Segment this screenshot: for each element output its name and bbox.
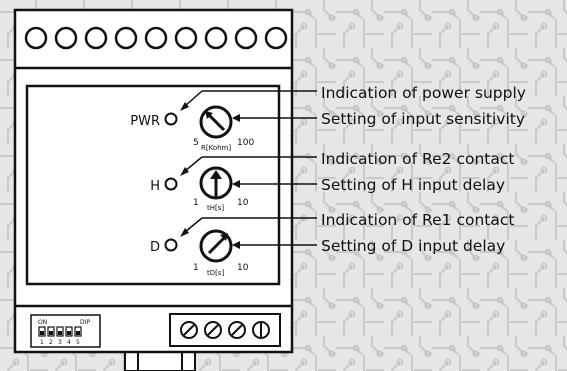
pwr-label: PWR [130,114,160,129]
terminal-screw [54,26,78,50]
h-led [164,177,178,191]
terminal-screw [234,26,258,50]
th-unit: tH[s] [207,204,224,212]
dip-number: 2 [49,339,53,346]
dip-switches[interactable] [38,326,82,337]
dip-number: 5 [76,339,80,346]
r-unit: R[Kohm] [201,144,231,152]
pwr-led [164,112,178,126]
terminal-screw [84,26,108,50]
callout-h-input-delay: Setting of H input delay [321,176,505,194]
td-scale-max: 10 [237,263,249,273]
dip-label: DIP [80,319,90,326]
callout-power-supply: Indication of power supply [321,84,526,102]
dip-number: 1 [40,339,44,346]
td-scale-min: 1 [193,263,199,273]
callout-input-sensitivity: Setting of input sensitivity [321,110,525,128]
din-clip [137,351,183,371]
th-scale-max: 10 [237,198,249,208]
h-delay-knob[interactable] [199,166,233,200]
r-scale-max: 100 [237,138,254,148]
sensitivity-knob[interactable] [199,105,233,139]
terminal-screw [144,26,168,50]
dip-on-label: ON [38,319,47,326]
callout-re2-contact: Indication of Re2 contact [321,150,514,168]
dip-number: 3 [58,339,62,346]
td-unit: tD[s] [207,269,225,277]
d-label: D [150,240,160,255]
terminal-screw [264,26,288,50]
top-terminals [24,26,288,50]
terminal-screw [204,26,228,50]
d-led [164,238,178,252]
terminal-screw [24,26,48,50]
callout-re1-contact: Indication of Re1 contact [321,211,514,229]
callout-arrowheads [180,102,240,249]
callout-leaders [184,90,317,246]
terminal-screw [174,26,198,50]
bottom-terminal-screws [180,321,270,339]
terminal-screw [114,26,138,50]
h-label: H [150,179,160,194]
r-scale-min: 5 [193,138,199,148]
callout-d-input-delay: Setting of D input delay [321,237,505,255]
dip-number: 4 [67,339,71,346]
d-delay-knob[interactable] [199,229,233,263]
th-scale-min: 1 [193,198,199,208]
